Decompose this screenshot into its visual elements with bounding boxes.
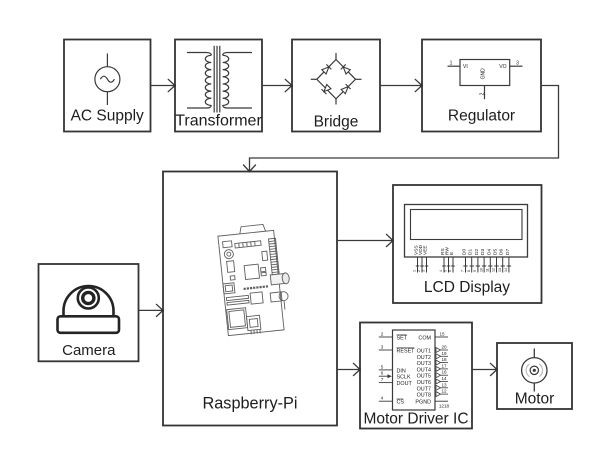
svg-text:20: 20 <box>441 345 447 350</box>
svg-text:RS: RS <box>440 248 446 255</box>
svg-text:D0: D0 <box>462 249 468 255</box>
svg-text:13: 13 <box>441 382 447 387</box>
svg-text:18: 18 <box>441 357 447 362</box>
svg-text:D4: D4 <box>486 249 492 255</box>
svg-text:LCD Display: LCD Display <box>424 279 510 296</box>
svg-text:SET: SET <box>397 336 408 342</box>
svg-text:D7: D7 <box>505 249 511 255</box>
svg-text:4: 4 <box>439 270 443 272</box>
svg-text:11: 11 <box>486 268 490 272</box>
svg-text:OUT2: OUT2 <box>417 355 431 361</box>
svg-text:D3: D3 <box>480 249 486 255</box>
svg-text:COM: COM <box>418 336 431 342</box>
svg-text:19: 19 <box>441 351 447 356</box>
svg-text:GND: GND <box>481 68 487 80</box>
svg-text:7: 7 <box>461 270 465 272</box>
svg-text:DIN: DIN <box>397 368 406 374</box>
svg-text:OUT6: OUT6 <box>417 380 431 386</box>
svg-text:1218: 1218 <box>439 404 450 409</box>
svg-text:OUT5: OUT5 <box>417 374 431 380</box>
svg-text:D5: D5 <box>493 249 499 255</box>
svg-text:4: 4 <box>381 396 384 401</box>
svg-text:OUT1: OUT1 <box>417 349 431 355</box>
svg-text:SCLK: SCLK <box>397 375 411 381</box>
svg-text:6: 6 <box>381 371 384 376</box>
svg-text:10: 10 <box>479 268 483 272</box>
svg-text:VO: VO <box>499 64 506 70</box>
svg-text:VSS: VSS <box>414 245 420 255</box>
svg-text:16: 16 <box>441 370 447 375</box>
svg-text:OUT8: OUT8 <box>417 393 431 399</box>
svg-text:E: E <box>449 252 455 255</box>
svg-text:D2: D2 <box>474 249 480 255</box>
svg-text:5: 5 <box>381 364 384 369</box>
svg-text:D1: D1 <box>468 249 474 255</box>
svg-text:CS: CS <box>397 400 405 406</box>
svg-text:RESET: RESET <box>397 349 416 355</box>
svg-text:14: 14 <box>441 376 447 381</box>
svg-text:VEE: VEE <box>423 245 429 255</box>
svg-text:1: 1 <box>413 270 417 272</box>
svg-text:3: 3 <box>381 345 384 350</box>
svg-text:12: 12 <box>441 389 447 394</box>
svg-text:15: 15 <box>439 332 445 337</box>
svg-text:PGND: PGND <box>415 400 431 406</box>
svg-text:Camera: Camera <box>62 342 116 359</box>
svg-text:3: 3 <box>516 61 519 67</box>
svg-text:OUT4: OUT4 <box>417 367 431 373</box>
svg-text:OUT3: OUT3 <box>417 361 431 367</box>
svg-text:3: 3 <box>422 270 426 272</box>
svg-text:2: 2 <box>417 270 421 272</box>
svg-text:2: 2 <box>480 92 486 95</box>
svg-text:6: 6 <box>448 270 452 272</box>
svg-text:D6: D6 <box>499 249 505 255</box>
svg-text:Motor: Motor <box>515 391 555 408</box>
svg-text:14: 14 <box>504 268 508 272</box>
svg-text:1: 1 <box>450 61 453 67</box>
svg-text:Transformer: Transformer <box>175 113 262 130</box>
svg-text:AC Supply: AC Supply <box>71 108 144 125</box>
svg-text:12: 12 <box>492 268 496 272</box>
svg-text:VI: VI <box>463 64 468 70</box>
svg-text:13: 13 <box>498 268 502 272</box>
svg-text:2: 2 <box>381 332 384 337</box>
svg-text:Regulator: Regulator <box>448 108 515 125</box>
svg-text:VDD: VDD <box>418 244 424 255</box>
svg-text:Bridge: Bridge <box>314 113 359 130</box>
svg-text:17: 17 <box>441 363 447 368</box>
svg-text:Motor Driver IC: Motor Driver IC <box>363 410 468 427</box>
svg-text:DOUT: DOUT <box>397 381 413 387</box>
svg-text:9: 9 <box>473 270 477 272</box>
svg-text:OUT7: OUT7 <box>417 386 431 392</box>
svg-text:8: 8 <box>467 270 471 272</box>
svg-text:RW: RW <box>445 247 451 255</box>
svg-text:Raspberry-Pi: Raspberry-Pi <box>202 395 297 413</box>
svg-text:7: 7 <box>381 377 384 382</box>
svg-text:5: 5 <box>444 270 448 272</box>
